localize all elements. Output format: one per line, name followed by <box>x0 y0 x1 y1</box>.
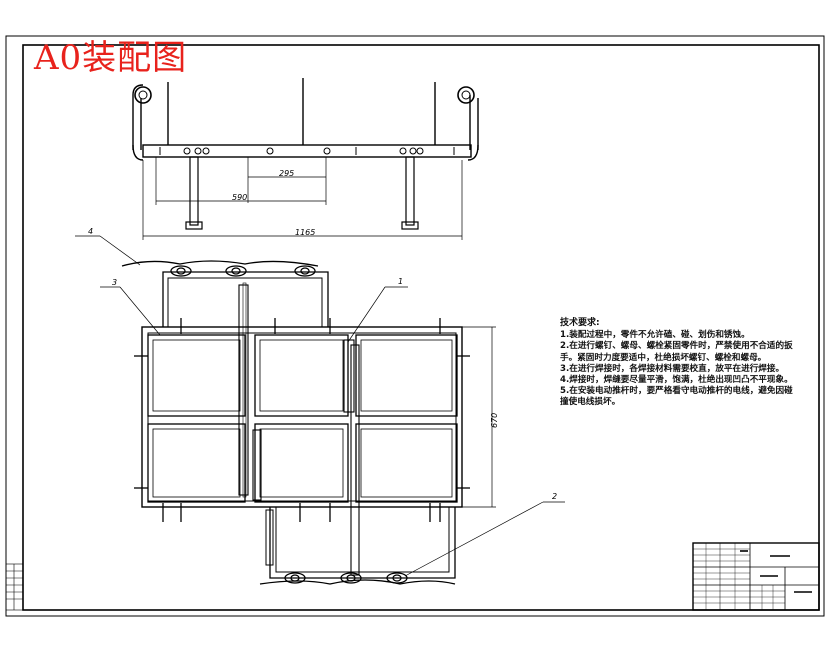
title-block <box>692 542 820 611</box>
panel-bottom-mid <box>254 423 349 503</box>
leader-lines <box>75 235 565 577</box>
panel-top-left <box>147 334 246 417</box>
requirement-line: 1.装配过程中，零件不允许磕、碰、划伤和锈蚀。 <box>560 330 750 341</box>
front-view <box>132 78 479 230</box>
plan-view <box>121 260 470 585</box>
technical-requirements-heading: 技术要求: <box>560 318 600 328</box>
panel-bottom-left <box>147 423 246 503</box>
base-beam <box>142 144 472 158</box>
requirement-line: 3.在进行焊接时，各焊接材料需要校直，放平在进行焊接。 <box>560 363 785 374</box>
left-margin-strip <box>5 563 24 611</box>
left-handle-loop <box>132 84 144 150</box>
drawing-title-stamp: A0装配图 <box>34 38 188 78</box>
requirement-line: 5.在安装电动推杆时，要严格看守电动推杆的电线，避免因碰撞使电线损坏。 <box>560 386 793 408</box>
plan-outer-frame <box>141 326 463 508</box>
outer-border <box>5 35 825 617</box>
dimension-590: 590 <box>232 193 247 202</box>
balloon-4: 4 <box>88 227 93 236</box>
balloon-1: 1 <box>398 277 403 286</box>
front-view-dimensions <box>142 157 463 240</box>
panel-top-right <box>355 334 458 417</box>
panel-top-mid <box>254 334 349 417</box>
inner-border <box>22 44 820 611</box>
panel-bottom-right <box>355 423 458 503</box>
dimension-295: 295 <box>279 169 294 178</box>
technical-requirements: 技术要求: 1.装配过程中，零件不允许磕、碰、划伤和锈蚀。 2.在进行螺钉、螺母… <box>560 318 800 409</box>
plan-view-dimension <box>462 326 496 508</box>
dimension-670: 670 <box>490 413 499 428</box>
dimension-1165: 1165 <box>295 228 315 237</box>
balloon-2: 2 <box>552 492 557 501</box>
requirement-line: 2.在进行螺钉、螺母、螺栓紧固零件时，严禁使用不合适的扳手。紧固时力度要适中，杜… <box>560 341 793 363</box>
balloon-3: 3 <box>112 278 117 287</box>
right-handle-loop <box>469 95 479 150</box>
requirement-line: 4.焊接时，焊缝要尽量平滑，饱满，杜绝出现凹凸不平现象。 <box>560 375 793 386</box>
